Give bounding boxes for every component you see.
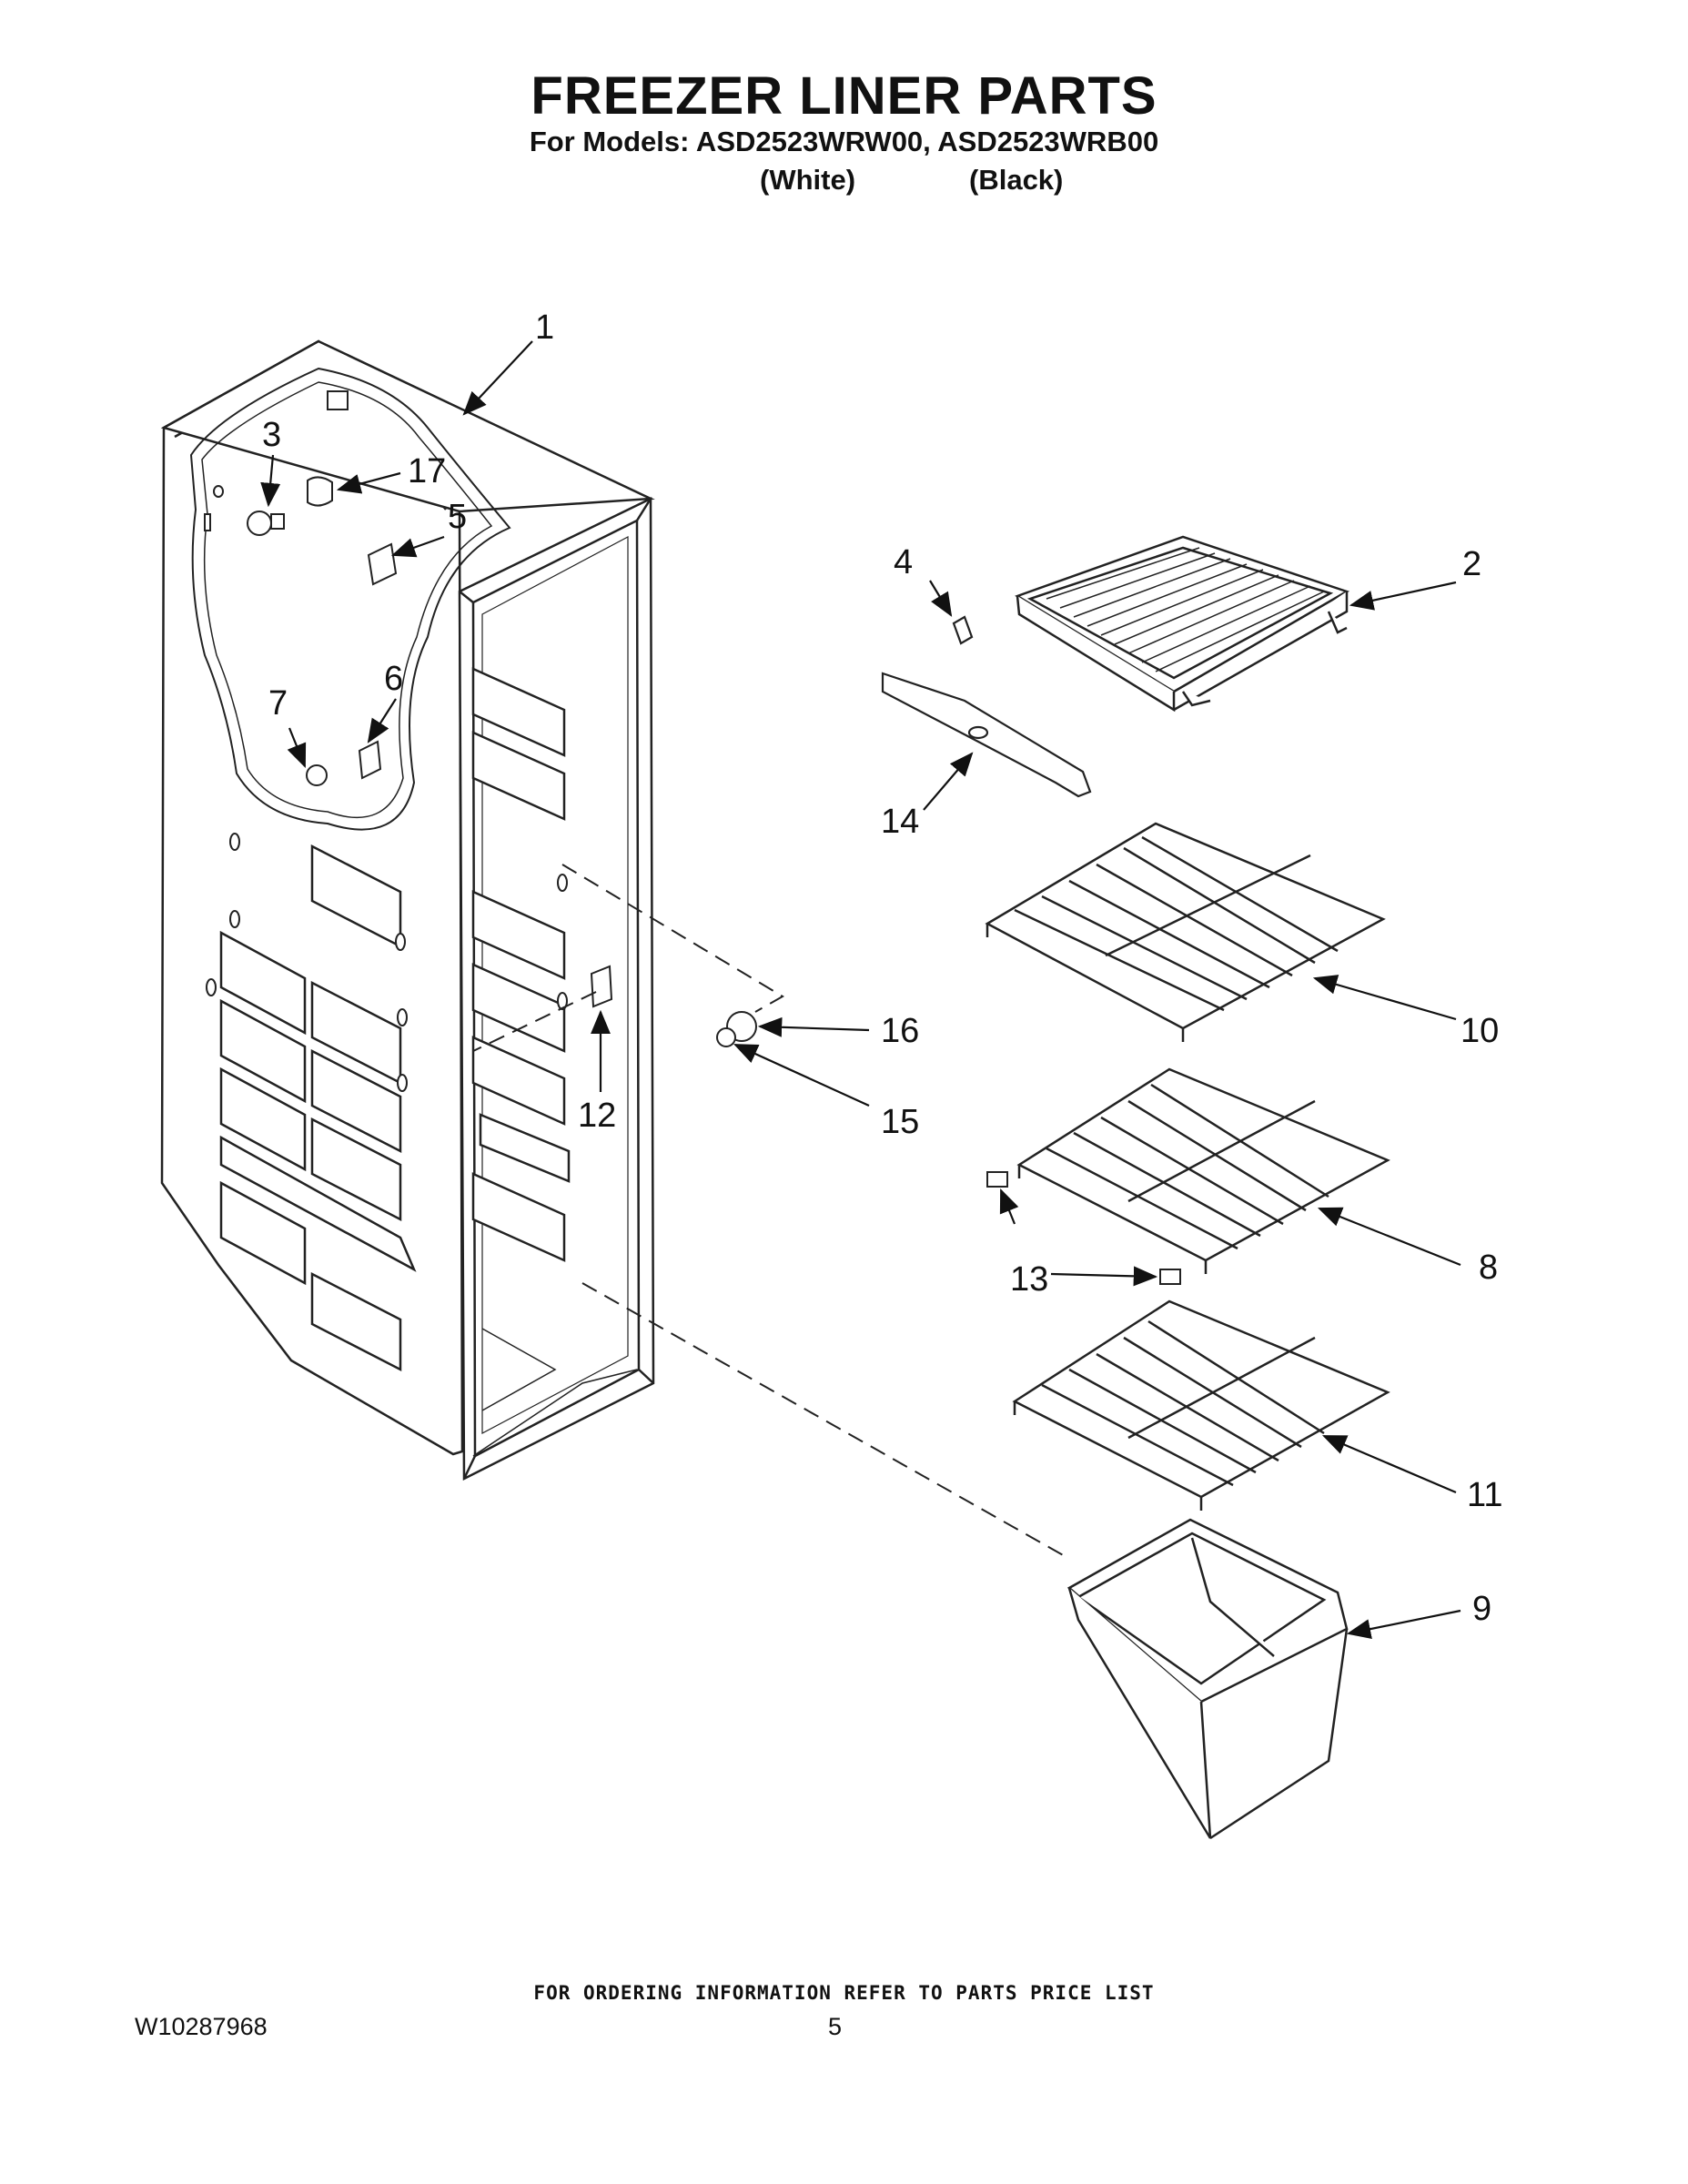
callout-9: 9 bbox=[1472, 1590, 1491, 1628]
callout-12: 12 bbox=[578, 1097, 616, 1135]
liner-front-recesses bbox=[471, 667, 571, 1262]
assembly-lines bbox=[472, 864, 1066, 1557]
variant-black-label: (Black) bbox=[969, 164, 1064, 196]
callout-4: 4 bbox=[894, 543, 913, 581]
callout-labels: 1 2 3 4 5 6 7 8 9 10 11 12 13 14 15 16 1… bbox=[262, 308, 1502, 1628]
variant-white-label: (White) bbox=[760, 164, 856, 196]
document-number: W10287968 bbox=[135, 2013, 268, 2040]
models-line: For Models: ASD2523WRW00, ASD2523WRB00 bbox=[529, 126, 1159, 157]
wire-shelf-10 bbox=[985, 822, 1386, 1042]
ordering-note: FOR ORDERING INFORMATION REFER TO PARTS … bbox=[533, 1982, 1155, 2004]
freezer-bin bbox=[1066, 1518, 1349, 1840]
leader-lines bbox=[260, 340, 1461, 1639]
callout-10: 10 bbox=[1461, 1012, 1499, 1050]
bracket-and-screw bbox=[881, 615, 1092, 798]
liner-holes bbox=[204, 390, 568, 1092]
callout-5: 5 bbox=[448, 498, 467, 536]
callout-8: 8 bbox=[1479, 1249, 1498, 1287]
callout-14: 14 bbox=[881, 803, 919, 841]
shelf-pan-ribs bbox=[1046, 547, 1325, 672]
shelf-pan bbox=[1015, 535, 1350, 713]
page-number: 5 bbox=[828, 2013, 843, 2040]
callout-17: 17 bbox=[408, 452, 446, 490]
page-title: FREEZER LINER PARTS bbox=[531, 66, 1157, 126]
callout-15: 15 bbox=[881, 1103, 919, 1141]
wire-shelf-11 bbox=[1012, 1299, 1390, 1511]
callout-13: 13 bbox=[1010, 1260, 1048, 1299]
callout-16: 16 bbox=[881, 1012, 919, 1050]
callout-6: 6 bbox=[384, 660, 403, 698]
wire-shelf-8 bbox=[1016, 1067, 1390, 1274]
freezer-liner bbox=[160, 339, 655, 1481]
shelf-studs bbox=[716, 1011, 1181, 1285]
callout-2: 2 bbox=[1462, 545, 1481, 583]
liner-small-parts bbox=[247, 476, 613, 1008]
callout-7: 7 bbox=[268, 684, 288, 723]
callout-3: 3 bbox=[262, 416, 281, 454]
callout-11: 11 bbox=[1467, 1476, 1502, 1514]
callout-1: 1 bbox=[535, 308, 554, 347]
liner-side-recesses bbox=[219, 844, 417, 1372]
